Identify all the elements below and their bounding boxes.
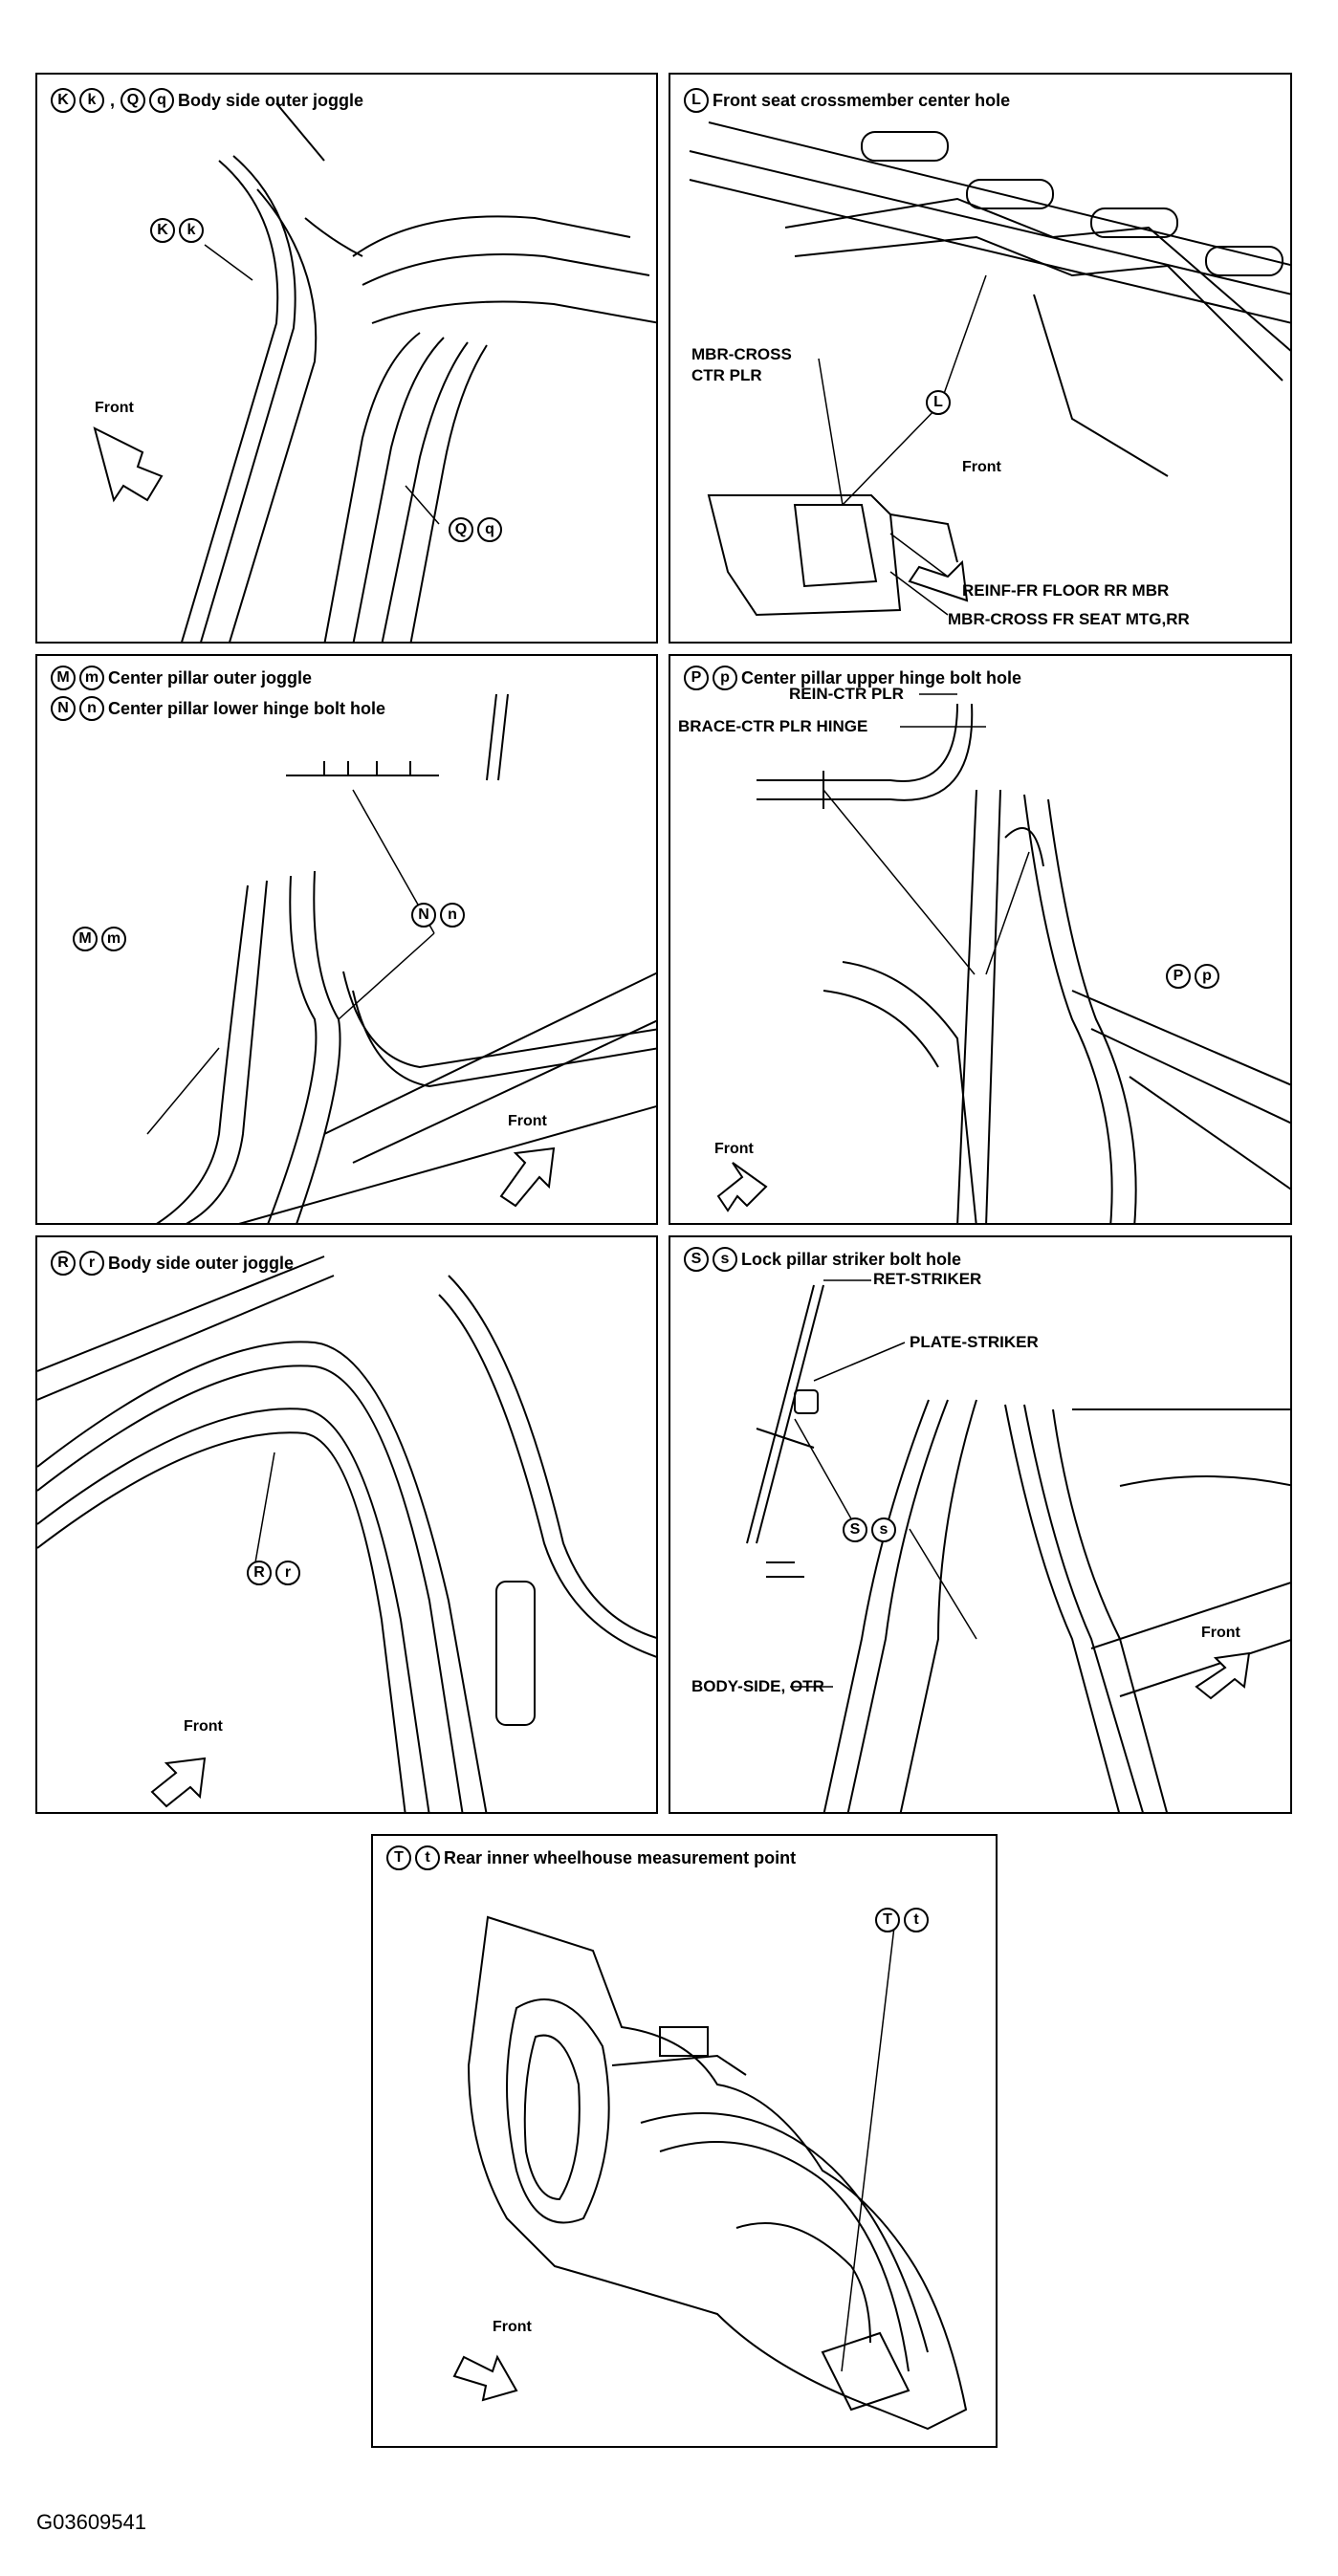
panel-front-seat-crossmember: L Front seat crossmember center hole MBR… bbox=[669, 73, 1292, 644]
l-title-text: Front seat crossmember center hole bbox=[713, 90, 1011, 110]
p-title: P p Center pillar upper hinge bolt hole bbox=[684, 666, 1021, 690]
badge-m: m bbox=[79, 666, 104, 690]
badge-Q: Q bbox=[121, 88, 146, 113]
front-label: Front bbox=[95, 400, 134, 416]
badge-M: M bbox=[73, 927, 98, 951]
label-body-side-otr: BODY-SIDE, OTR bbox=[691, 1677, 824, 1695]
kq-title: K k , Q q Body side outer joggle bbox=[51, 88, 363, 113]
badge-p: p bbox=[1195, 964, 1219, 989]
badge-L: L bbox=[926, 390, 951, 415]
label-mbr-cross-ctr-plr: MBR-CROSS CTR PLR bbox=[691, 345, 792, 384]
badge-K: K bbox=[51, 88, 76, 113]
front-label: Front bbox=[1201, 1625, 1240, 1641]
front-label: Front bbox=[962, 459, 1001, 475]
m-title: M m Center pillar outer joggle bbox=[51, 666, 312, 690]
r-title: R r Body side outer joggle bbox=[51, 1251, 294, 1276]
panel-body-side-outer-joggle-r: R r Body side outer joggle R r Front bbox=[35, 1235, 658, 1814]
callout-rr: R r bbox=[247, 1561, 300, 1585]
t-title: T t Rear inner wheelhouse measurement po… bbox=[386, 1845, 796, 1870]
m-title-text: Center pillar outer joggle bbox=[108, 667, 313, 688]
label-ret-striker: RET-STRIKER bbox=[873, 1270, 982, 1288]
label-plate-striker: PLATE-STRIKER bbox=[910, 1333, 1039, 1351]
l-drawing bbox=[689, 121, 1290, 617]
label-mbr-cross-fr-seat: MBR-CROSS FR SEAT MTG,RR bbox=[948, 610, 1190, 628]
badge-s: s bbox=[871, 1517, 896, 1542]
badge-L: L bbox=[684, 88, 709, 113]
badge-r: r bbox=[275, 1561, 300, 1585]
front-label: Front bbox=[184, 1718, 223, 1735]
separator: , bbox=[110, 90, 116, 110]
badge-m: m bbox=[101, 927, 126, 951]
s-title: S s Lock pillar striker bolt hole bbox=[684, 1247, 961, 1272]
s-title-text: Lock pillar striker bolt hole bbox=[741, 1249, 962, 1269]
label-brace-ctr-plr-hinge: BRACE-CTR PLR HINGE bbox=[678, 717, 868, 735]
front-arrow-icon bbox=[908, 559, 969, 602]
figure-code: G03609541 bbox=[36, 2510, 146, 2534]
r-title-text: Body side outer joggle bbox=[108, 1253, 295, 1273]
r-drawing bbox=[37, 1255, 656, 1812]
callout-pp: P p bbox=[1166, 964, 1219, 989]
badge-t: t bbox=[415, 1845, 440, 1870]
badge-k: k bbox=[179, 218, 204, 243]
panel-body-side-outer-joggle-kq: K k , Q q Body side outer joggle K k Q q… bbox=[35, 73, 658, 644]
callout-ss: S s bbox=[843, 1517, 896, 1542]
badge-P: P bbox=[684, 666, 709, 690]
badge-M: M bbox=[51, 666, 76, 690]
panel-center-pillar-upper-hinge: P p Center pillar upper hinge bolt hole … bbox=[669, 654, 1292, 1225]
callout-nn: N n bbox=[411, 903, 465, 928]
panel-rear-inner-wheelhouse: T t Rear inner wheelhouse measurement po… bbox=[371, 1834, 998, 2448]
badge-R: R bbox=[247, 1561, 272, 1585]
badge-P: P bbox=[1166, 964, 1191, 989]
panel-center-pillar-outer-joggle: M m Center pillar outer joggle N n Cente… bbox=[35, 654, 658, 1225]
front-arrow-icon bbox=[452, 2354, 518, 2402]
front-arrow-icon bbox=[716, 1162, 768, 1212]
front-arrow-icon bbox=[93, 426, 164, 503]
front-arrow-icon bbox=[499, 1146, 556, 1208]
badge-q: q bbox=[477, 517, 502, 542]
kq-title-text: Body side outer joggle bbox=[178, 90, 364, 110]
badge-s: s bbox=[713, 1247, 737, 1272]
callout-l: L bbox=[926, 390, 951, 415]
badge-T: T bbox=[875, 1908, 900, 1932]
callout-kk: K k bbox=[150, 218, 204, 243]
kq-drawing bbox=[93, 102, 656, 642]
front-arrow-icon bbox=[150, 1757, 207, 1808]
front-label: Front bbox=[508, 1113, 547, 1129]
badge-N: N bbox=[51, 696, 76, 721]
callout-tt: T t bbox=[875, 1908, 929, 1932]
badge-T: T bbox=[386, 1845, 411, 1870]
mn-drawing bbox=[146, 693, 656, 1223]
badge-S: S bbox=[684, 1247, 709, 1272]
badge-t: t bbox=[904, 1908, 929, 1932]
front-arrow-icon bbox=[1195, 1651, 1251, 1700]
l-title: L Front seat crossmember center hole bbox=[684, 88, 1010, 113]
label-rein-ctr-plr: REIN-CTR PLR bbox=[789, 685, 904, 703]
n-title-text: Center pillar lower hinge bolt hole bbox=[108, 698, 386, 718]
badge-k: k bbox=[79, 88, 104, 113]
badge-q: q bbox=[149, 88, 175, 113]
badge-R: R bbox=[51, 1251, 76, 1276]
callout-qq: Q q bbox=[449, 517, 502, 542]
badge-n: n bbox=[440, 903, 465, 928]
panel-lock-pillar-striker: S s Lock pillar striker bolt hole RET-ST… bbox=[669, 1235, 1292, 1814]
p-title-text: Center pillar upper hinge bolt hole bbox=[741, 667, 1022, 688]
label-reinf-fr-floor: REINF-FR FLOOR RR MBR bbox=[962, 581, 1170, 600]
badge-Q: Q bbox=[449, 517, 473, 542]
front-label: Front bbox=[493, 2319, 532, 2335]
front-label: Front bbox=[714, 1141, 754, 1157]
badge-p: p bbox=[713, 666, 737, 690]
n-title: N n Center pillar lower hinge bolt hole bbox=[51, 696, 385, 721]
badge-S: S bbox=[843, 1517, 867, 1542]
badge-n: n bbox=[79, 696, 104, 721]
p-drawing bbox=[716, 693, 1290, 1223]
s-drawing bbox=[746, 1279, 1290, 1812]
t-drawing bbox=[452, 1915, 968, 2431]
callout-mm: M m bbox=[73, 927, 126, 951]
t-title-text: Rear inner wheelhouse measurement point bbox=[444, 1847, 797, 1867]
badge-r: r bbox=[79, 1251, 104, 1276]
badge-K: K bbox=[150, 218, 175, 243]
badge-N: N bbox=[411, 903, 436, 928]
